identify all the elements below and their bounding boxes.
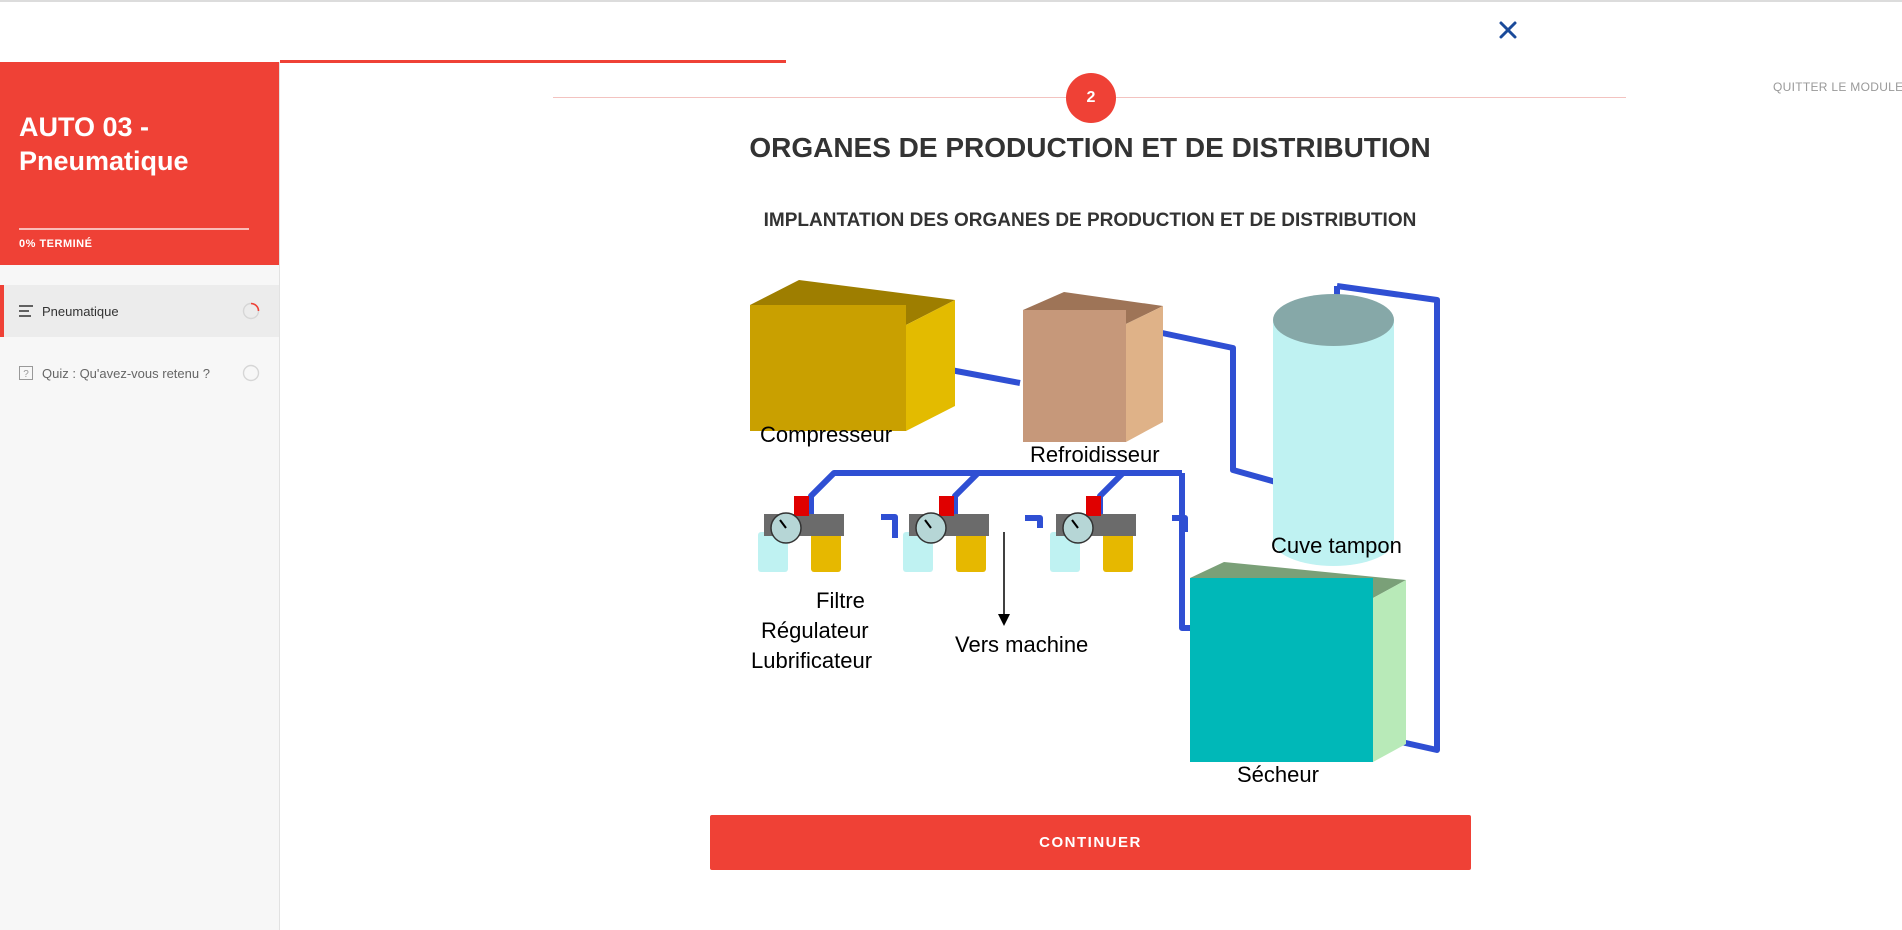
lines-icon [18,303,34,319]
svg-text:?: ? [23,369,29,380]
buffer-tank [1273,294,1394,566]
progress-text: 0% TERMINÉ [19,238,93,250]
sidebar-header: AUTO 03 - Pneumatique 0% TERMINÉ [0,62,279,265]
dryer-label: Sécheur [1237,762,1319,787]
pneumatic-layout-diagram: Compresseur Refroidisseur Cuve tampon Sé… [750,280,1440,787]
cooler [1023,292,1163,442]
sidebar-item-pneumatique[interactable]: Pneumatique [0,285,279,337]
sidebar-item-label: Quiz : Qu'avez-vous retenu ? [42,365,210,381]
status-ring-icon [242,364,260,382]
question-box-icon: ? [18,365,34,381]
tank-label: Cuve tampon [1271,533,1402,558]
section-subtitle: IMPLANTATION DES ORGANES DE PRODUCTION E… [763,210,1417,231]
sidebar-item-quiz[interactable]: ? Quiz : Qu'avez-vous retenu ? [0,347,279,399]
compressor-label: Compresseur [760,422,892,447]
arrow-down-icon [998,532,1010,626]
progress-ring-icon [242,302,260,320]
frl-unit-1 [758,496,844,572]
course-title: AUTO 03 - Pneumatique [19,112,189,176]
module-progress-bar [280,60,786,63]
frl-unit-3 [1050,496,1136,572]
sidebar-divider [19,228,249,230]
sidebar-item-label: Pneumatique [42,303,119,319]
page-title: ORGANES DE PRODUCTION ET DE DISTRIBUTION [749,132,1431,163]
sidebar: AUTO 03 - Pneumatique 0% TERMINÉ Pneumat… [0,62,280,930]
compressor [750,280,955,431]
dryer [1190,562,1406,762]
machine-label: Vers machine [955,632,1088,657]
step-badge: 2 [1066,73,1116,123]
frl-unit-2 [903,496,989,572]
frl-label-line1: Filtre [816,588,865,613]
top-bar [0,0,1902,62]
frl-label-line2: Régulateur [761,618,869,643]
continue-button[interactable]: CONTINUER [710,815,1471,870]
cooler-label: Refroidisseur [1030,442,1160,467]
close-icon[interactable] [1496,18,1520,42]
quit-module-link[interactable]: QUITTER LE MODULE [1773,80,1902,94]
frl-label-line3: Lubrificateur [751,648,872,673]
